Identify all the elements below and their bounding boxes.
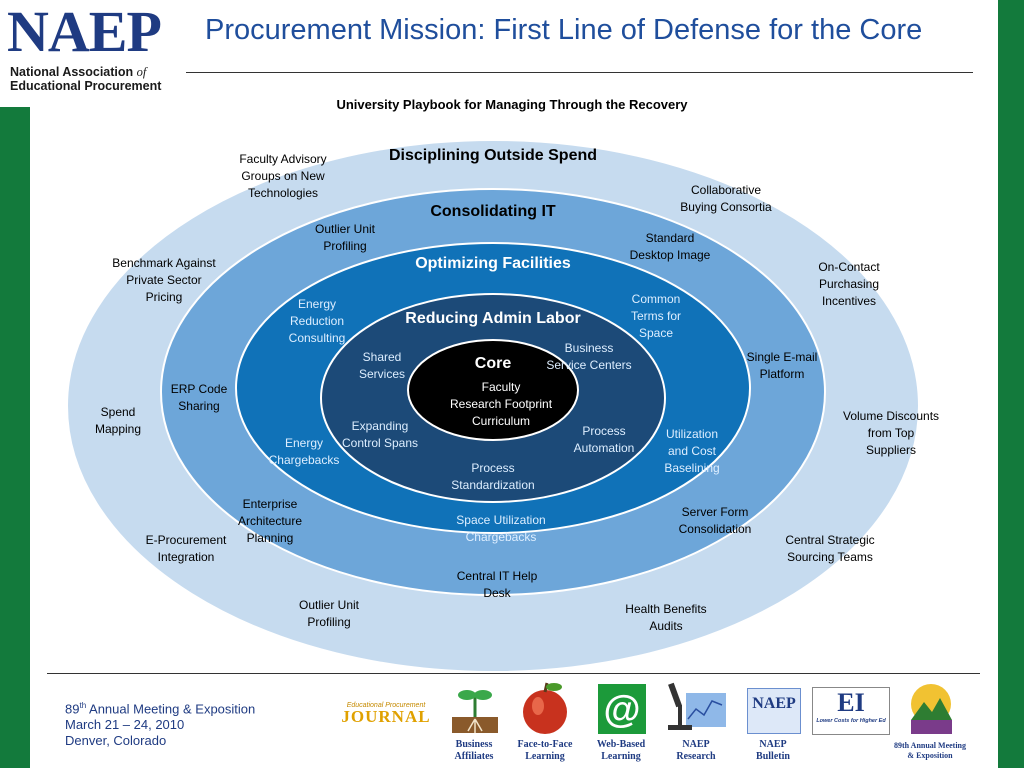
sprout-icon xyxy=(452,690,498,733)
slide-subtitle: University Playbook for Managing Through… xyxy=(336,97,688,112)
ring-title-core: Core xyxy=(474,355,512,372)
ring-core xyxy=(407,339,579,441)
bulletin-icon: NAEP xyxy=(747,688,801,734)
slide-title: Procurement Mission: First Line of Defen… xyxy=(205,14,923,46)
ei-logo-icon: EI Lower Costs for Higher Ed xyxy=(812,687,890,735)
journal-logo: Educational Procurement JOURNAL xyxy=(341,702,431,726)
caption-89th-annual: 89th Annual Meeting& Exposition xyxy=(893,741,967,760)
left-accent-bar xyxy=(0,107,30,768)
core-items: Faculty Research Footprint Curriculum xyxy=(449,380,553,428)
at-sign-icon: @ xyxy=(598,684,646,734)
mountain-logo-icon xyxy=(911,684,952,734)
svg-text:@: @ xyxy=(603,689,640,731)
footer-divider xyxy=(47,673,980,674)
microscope-icon xyxy=(668,682,726,730)
ring-title-third: Optimizing Facilities xyxy=(415,255,571,272)
ring-title-fourth: Reducing Admin Labor xyxy=(405,310,581,327)
naep-logo: NAEP xyxy=(7,0,162,64)
ring-title-second: Consolidating IT xyxy=(430,203,556,220)
footer-event-info: 89th Annual Meeting & Exposition March 2… xyxy=(65,701,256,749)
ring-title-outer: Disciplining Outside Spend xyxy=(388,147,598,164)
naep-logo-subtitle: National Association of Educational Proc… xyxy=(10,65,162,93)
apple-icon xyxy=(523,682,567,734)
title-divider xyxy=(186,72,973,73)
right-accent-bar xyxy=(998,0,1024,768)
